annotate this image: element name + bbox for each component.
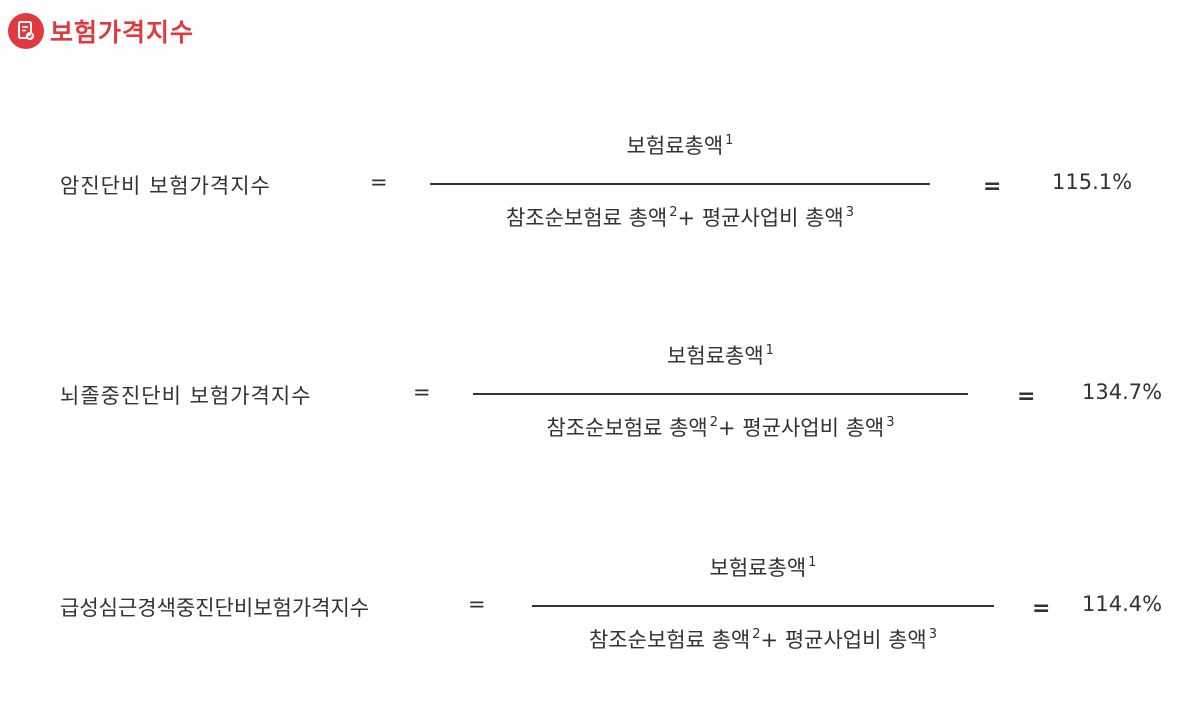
- fraction-bar: [532, 605, 994, 607]
- formula-name: 뇌졸중진단비 보험가격지수: [60, 384, 312, 408]
- equals-sign-result: =: [983, 174, 1002, 199]
- equals-sign: =: [413, 380, 431, 404]
- footnote-marker: 2: [752, 627, 761, 642]
- equals-sign-result: =: [1017, 384, 1036, 409]
- equals-sign-result: =: [1032, 596, 1051, 621]
- numerator-text: 보험료총액: [626, 134, 724, 158]
- denominator-text-2: 평균사업비 총액: [742, 416, 885, 440]
- footnote-marker: 1: [808, 555, 817, 570]
- formula-name: 급성심근경색중진단비보험가격지수: [60, 596, 370, 620]
- denominator-text-1: 참조순보험료 총액: [588, 628, 751, 652]
- footnote-marker: 1: [765, 343, 774, 358]
- denominator-text-2: 평균사업비 총액: [701, 206, 844, 230]
- footnote-marker: 3: [886, 415, 895, 430]
- page-title: 보험가격지수: [50, 18, 195, 47]
- numerator-text: 보험료총액: [667, 344, 764, 368]
- equals-sign: =: [468, 592, 486, 616]
- plus-sign: +: [718, 416, 736, 440]
- result-value: 115.1%: [1052, 170, 1133, 194]
- document-check-icon-svg: [18, 21, 34, 40]
- fraction-bar: [473, 393, 968, 395]
- denominator-text-1: 참조순보험료 총액: [505, 206, 668, 230]
- page-header: 보험가격지수: [8, 12, 194, 50]
- denominator-text-2: 평균사업비 총액: [784, 628, 927, 652]
- result-value: 134.7%: [1082, 380, 1163, 404]
- result-value: 114.4%: [1082, 592, 1163, 616]
- footnote-marker: 3: [928, 627, 938, 642]
- plus-sign: +: [760, 628, 779, 652]
- denominator-text-1: 참조순보험료 총액: [546, 416, 708, 440]
- document-check-icon: [8, 13, 44, 49]
- fraction-bar: [430, 183, 930, 185]
- plus-sign: +: [677, 206, 696, 230]
- footnote-marker: 2: [669, 205, 678, 220]
- footnote-marker: 2: [709, 415, 719, 430]
- formula-name: 암진단비 보험가격지수: [60, 174, 271, 198]
- footnote-marker: 1: [725, 133, 734, 148]
- equals-sign: =: [370, 170, 388, 194]
- footnote-marker: 3: [845, 205, 855, 220]
- numerator-text: 보험료총액: [709, 556, 807, 580]
